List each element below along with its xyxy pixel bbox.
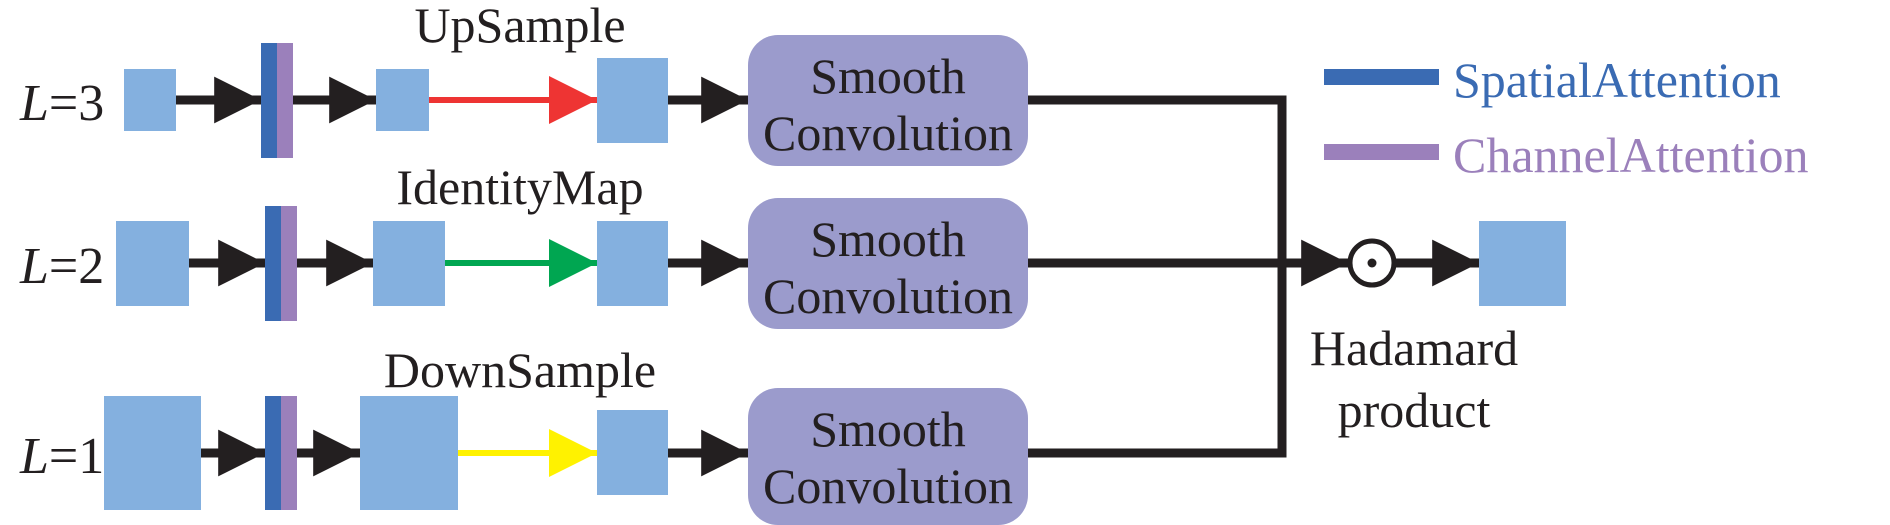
level-2-spatial-attention <box>265 206 281 321</box>
level-1-smooth-convolution <box>748 388 1028 525</box>
hadamard-label-line1: Hadamard <box>1310 320 1518 376</box>
level-2-attended-feature <box>373 221 445 306</box>
level-1-resampled-feature <box>597 410 668 495</box>
level-3-channel-attention <box>277 43 293 158</box>
identity-map-label: IdentityMap <box>396 159 643 215</box>
level-1-attended-feature <box>360 396 458 510</box>
legend-channel-attention-label: ChannelAttention <box>1453 127 1809 183</box>
upsample-label: UpSample <box>414 0 625 53</box>
smooth-conv-line1: Smooth <box>810 48 966 104</box>
legend-spatial-attention-label: SpatialAttention <box>1453 52 1781 108</box>
level-1-channel-attention <box>281 396 297 510</box>
hadamard-label-line2: product <box>1338 382 1491 438</box>
merge-connector <box>1028 95 1287 458</box>
level-2-channel-attention <box>281 206 297 321</box>
level-3-resampled-feature <box>597 58 668 143</box>
level-1-label: L=1 <box>19 428 104 485</box>
level-1-row: L=1 DownSample Smooth Convolution <box>19 342 1028 525</box>
level-2-smooth-convolution <box>748 198 1028 329</box>
level-2-resampled-feature <box>597 221 668 306</box>
level-2-row: L=2 IdentityMap Smooth Convolution <box>19 159 1028 329</box>
level-3-input-feature <box>124 69 176 131</box>
fusion-block: Hadamard product <box>1028 95 1566 458</box>
smooth-conv-line2: Convolution <box>763 458 1013 514</box>
smooth-conv-line2: Convolution <box>763 105 1013 161</box>
level-2-label: L=2 <box>19 238 104 295</box>
legend-channel-attention-swatch <box>1324 144 1439 160</box>
legend-spatial-attention-swatch <box>1324 69 1439 85</box>
level-3-row: L=3 UpSample Smooth Convolution <box>19 0 1028 166</box>
smooth-conv-line1: Smooth <box>810 211 966 267</box>
downsample-label: DownSample <box>384 342 656 398</box>
smooth-conv-line1: Smooth <box>810 401 966 457</box>
level-2-input-feature <box>116 221 189 306</box>
level-3-smooth-convolution <box>748 35 1028 166</box>
level-1-input-feature <box>104 396 201 510</box>
level-3-label: L=3 <box>19 75 104 132</box>
level-1-spatial-attention <box>265 396 281 510</box>
output-feature <box>1479 221 1566 306</box>
legend: SpatialAttention ChannelAttention <box>1324 52 1809 183</box>
hadamard-dot <box>1367 258 1377 268</box>
smooth-conv-line2: Convolution <box>763 268 1013 324</box>
level-3-spatial-attention <box>261 43 277 158</box>
level-3-attended-feature <box>376 69 429 131</box>
